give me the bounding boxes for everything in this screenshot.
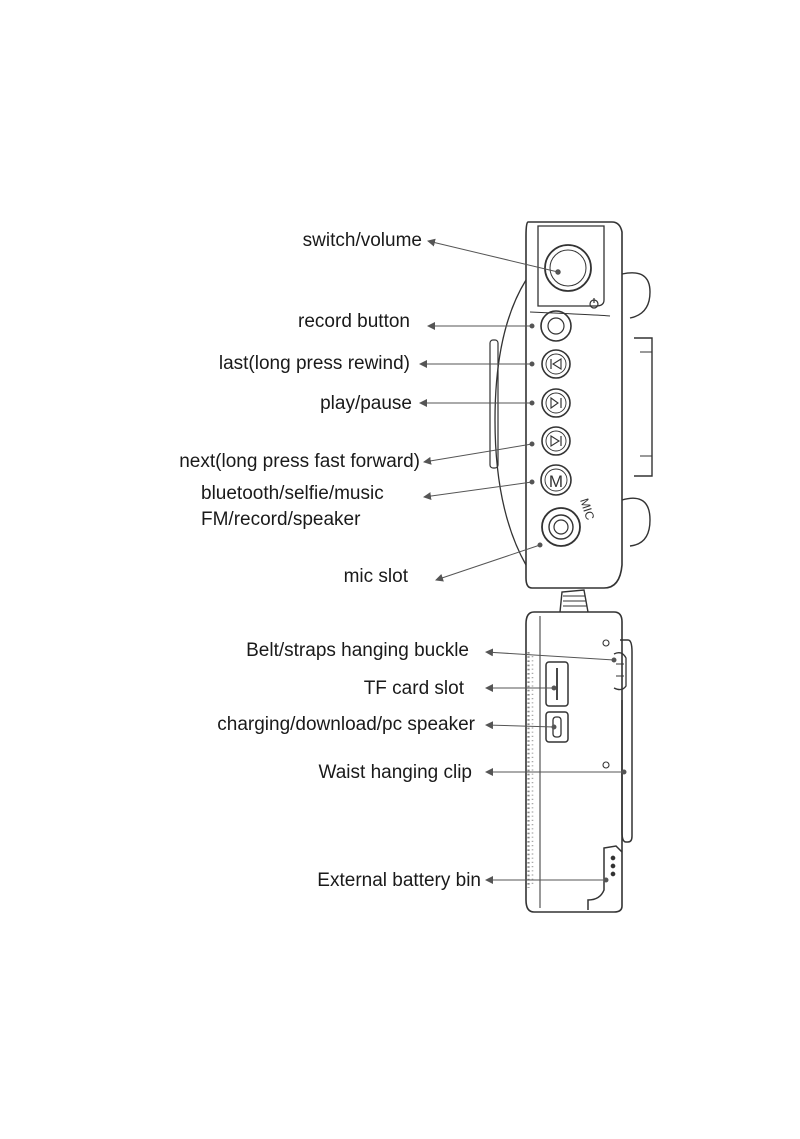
label-mic-slot: mic slot [343,566,408,587]
leader-mic-slot [435,544,541,582]
front-view-device [489,221,653,589]
side-view-device [525,589,623,913]
label-battery-bin: External battery bin [317,870,481,891]
last-button-icon[interactable] [541,349,571,379]
label-belt-buckle: Belt/straps hanging buckle [246,640,469,661]
leader-lines [419,238,627,884]
mic-jack-icon[interactable] [541,507,581,547]
play-pause-button-icon[interactable] [541,388,571,418]
label-next: next(long press fast forward) [179,451,420,472]
record-button-icon[interactable] [540,310,572,342]
label-mode-line1: bluetooth/selfie/music [201,483,384,504]
volume-knob-icon[interactable] [544,244,592,292]
leader-mode [423,481,533,500]
leader-switch-volume [427,238,559,273]
mode-button-letter: M [549,472,563,491]
label-mode-line2: FM/record/speaker [201,509,361,530]
leader-next [423,443,533,465]
tf-card-slot-icon[interactable] [545,661,569,707]
leader-belt-buckle [485,648,615,661]
label-switch-volume: switch/volume [302,230,422,251]
mode-button-icon[interactable] [540,464,572,496]
waist-clip-icon[interactable] [613,639,633,843]
battery-bin-icon[interactable] [587,845,623,910]
leader-charging [485,721,555,730]
label-record-button: record button [298,311,410,332]
label-last: last(long press rewind) [218,353,410,374]
mic-marking: MIC [577,497,597,523]
next-button-icon[interactable] [541,426,571,456]
label-charging: charging/download/pc speaker [217,714,475,735]
label-tf-card-slot: TF card slot [363,678,464,699]
power-icon [589,298,599,309]
speaker-grille [527,652,530,887]
label-waist-clip: Waist hanging clip [318,762,472,783]
label-play-pause: play/pause [320,393,412,414]
